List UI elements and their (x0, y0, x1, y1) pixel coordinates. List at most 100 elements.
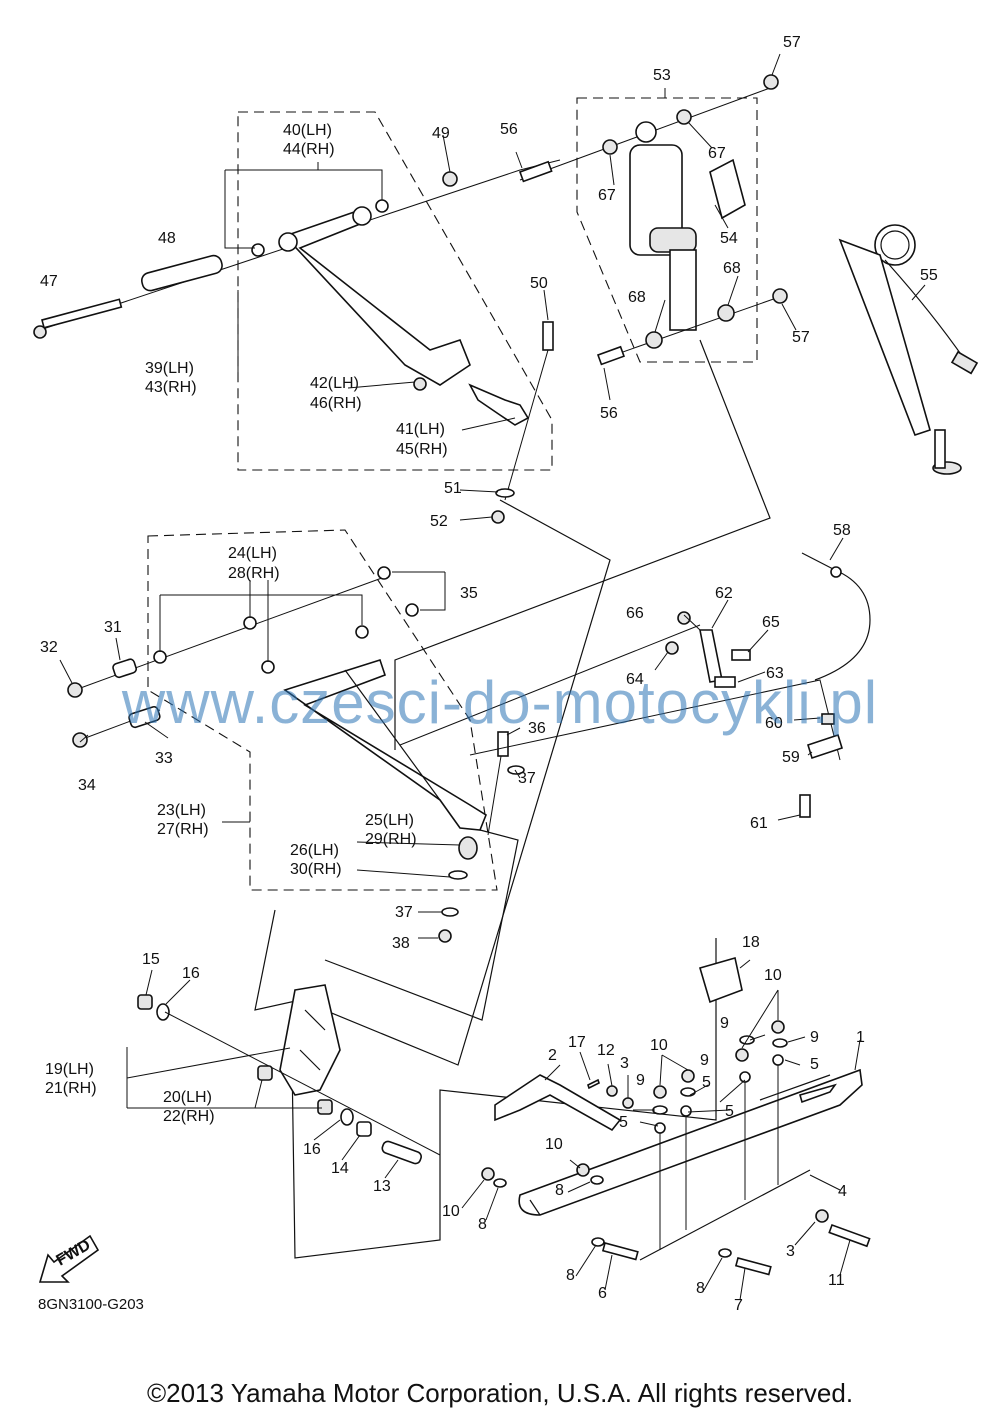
label-13: 13 (373, 1178, 391, 1195)
label-4: 4 (838, 1183, 847, 1200)
collar-31 (112, 658, 138, 679)
label-35: 35 (460, 585, 478, 602)
diagram-code: 8GN3100-G203 (38, 1296, 144, 1313)
ski-assembly (481, 956, 871, 1276)
label-60: 60 (765, 715, 783, 732)
bolt-32 (67, 682, 83, 698)
label-27: 27(RH) (157, 821, 209, 838)
label-8-c: 8 (555, 1182, 564, 1199)
label-10-low: 10 (545, 1136, 563, 1153)
label-21: 21(RH) (45, 1080, 97, 1097)
spindle-assembly (137, 984, 441, 1165)
label-8-a: 8 (566, 1267, 575, 1284)
label-5-d: 5 (619, 1114, 628, 1131)
ball-joint-26 (458, 836, 478, 860)
bolt-5-c (680, 1105, 692, 1117)
label-24: 24(LH) (228, 545, 277, 562)
collar-3-lower (815, 1209, 829, 1223)
washer-8-d (493, 1178, 507, 1188)
bolt-65 (731, 649, 751, 661)
label-53: 53 (653, 67, 671, 84)
label-42: 42(LH) (310, 375, 359, 392)
fwd-arrow: FWD (38, 1234, 100, 1283)
bushing-68-left (645, 331, 663, 349)
label-46: 46(RH) (310, 395, 362, 412)
stopper-18 (699, 956, 743, 1004)
label-3-lower: 3 (786, 1243, 795, 1260)
label-28: 28(RH) (228, 565, 280, 582)
label-17: 17 (568, 1034, 586, 1051)
label-68-right: 68 (723, 260, 741, 277)
shaft-13 (381, 1140, 422, 1165)
upper-arm-assembly (33, 159, 561, 524)
cap-49 (442, 171, 458, 187)
label-5-c: 5 (725, 1103, 734, 1120)
rod-end-41 (468, 383, 530, 426)
bushing-40 (251, 243, 265, 257)
label-30: 30(RH) (290, 861, 342, 878)
bolt-11 (828, 1223, 871, 1248)
spindle-19 (279, 984, 341, 1096)
part-labels: 57 53 40(LH) 44(RH) 49 56 67 67 54 48 68… (40, 34, 938, 1314)
nut-10-d (653, 1085, 667, 1099)
label-68-left: 68 (628, 289, 646, 306)
label-33: 33 (155, 750, 173, 767)
label-52: 52 (430, 513, 448, 530)
label-48: 48 (158, 230, 176, 247)
label-9-a: 9 (720, 1015, 729, 1032)
bolt-head-47 (33, 325, 47, 339)
label-18: 18 (742, 934, 760, 951)
washer-16 (156, 1003, 170, 1021)
label-1: 1 (856, 1029, 865, 1046)
label-45: 45(RH) (396, 441, 448, 458)
label-57: 57 (783, 34, 801, 51)
nut-60 (821, 713, 835, 725)
label-56-lower: 56 (600, 405, 618, 422)
label-8-d: 8 (478, 1216, 487, 1233)
label-10-mid: 10 (650, 1037, 668, 1054)
nut-52 (491, 510, 505, 524)
watermark: www.czesci-do-motocykli.pl (121, 669, 879, 736)
nut-10-a (735, 1048, 749, 1062)
nut-10-b (771, 1020, 785, 1034)
bushing-22 (317, 1099, 333, 1115)
band-54 (709, 158, 746, 220)
washer-9-d (680, 1087, 696, 1097)
label-15: 15 (142, 951, 160, 968)
nut-38 (438, 929, 452, 943)
bolt-34 (72, 732, 88, 748)
label-58: 58 (833, 522, 851, 539)
bolt-50 (542, 321, 554, 351)
lower-arm-assembly (67, 566, 525, 943)
label-61: 61 (750, 815, 768, 832)
label-10-top: 10 (764, 967, 782, 984)
label-31: 31 (104, 619, 122, 636)
bushing-20 (257, 1065, 273, 1081)
collar-14 (356, 1121, 372, 1137)
label-41: 41(LH) (396, 421, 445, 438)
label-7: 7 (734, 1297, 743, 1314)
label-37-upper: 37 (518, 770, 536, 787)
label-leaders (59, 53, 926, 1301)
label-63: 63 (766, 665, 784, 682)
label-59: 59 (782, 749, 800, 766)
cap-57-lower (772, 288, 788, 304)
pin-17 (587, 1078, 600, 1090)
label-22: 22(RH) (163, 1108, 215, 1125)
label-26: 26(LH) (290, 842, 339, 859)
washer-8-a (591, 1237, 605, 1247)
label-49: 49 (432, 125, 450, 142)
bolt-6 (601, 1242, 639, 1261)
label-12: 12 (597, 1042, 615, 1059)
bolt-7 (734, 1257, 772, 1276)
label-43: 43(RH) (145, 379, 197, 396)
label-62: 62 (715, 585, 733, 602)
pump-55 (838, 224, 979, 475)
bushing-67-right (676, 109, 692, 125)
label-16-lower: 16 (303, 1141, 321, 1158)
washer-9-c (652, 1105, 668, 1115)
nut-12 (606, 1085, 618, 1097)
label-47: 47 (40, 273, 58, 290)
label-8-b: 8 (696, 1280, 705, 1297)
